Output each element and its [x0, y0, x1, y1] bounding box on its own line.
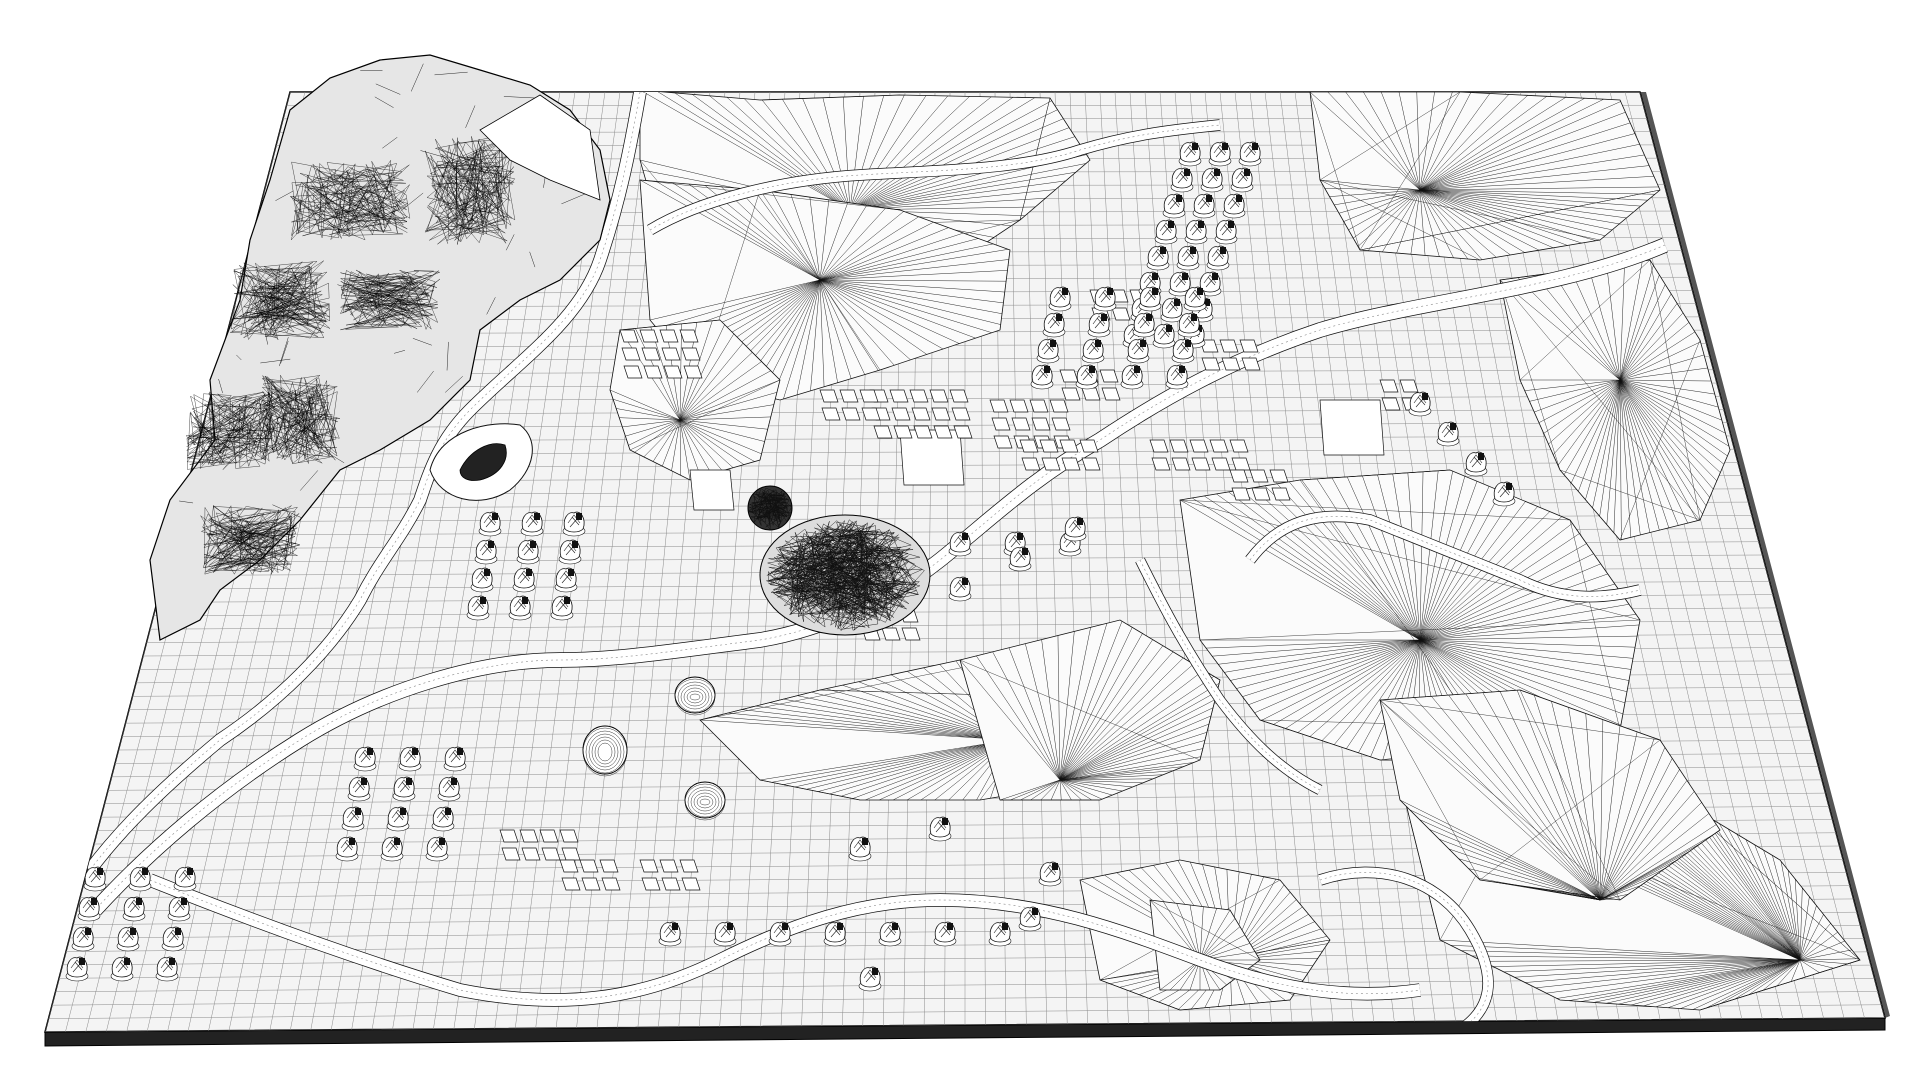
slope-triangulation	[609, 92, 1861, 1011]
tree-clusters	[65, 141, 1516, 992]
pond	[429, 423, 533, 501]
mountain-range	[149, 54, 611, 641]
building-blocks	[499, 289, 1421, 891]
rock-cluster	[582, 485, 931, 821]
